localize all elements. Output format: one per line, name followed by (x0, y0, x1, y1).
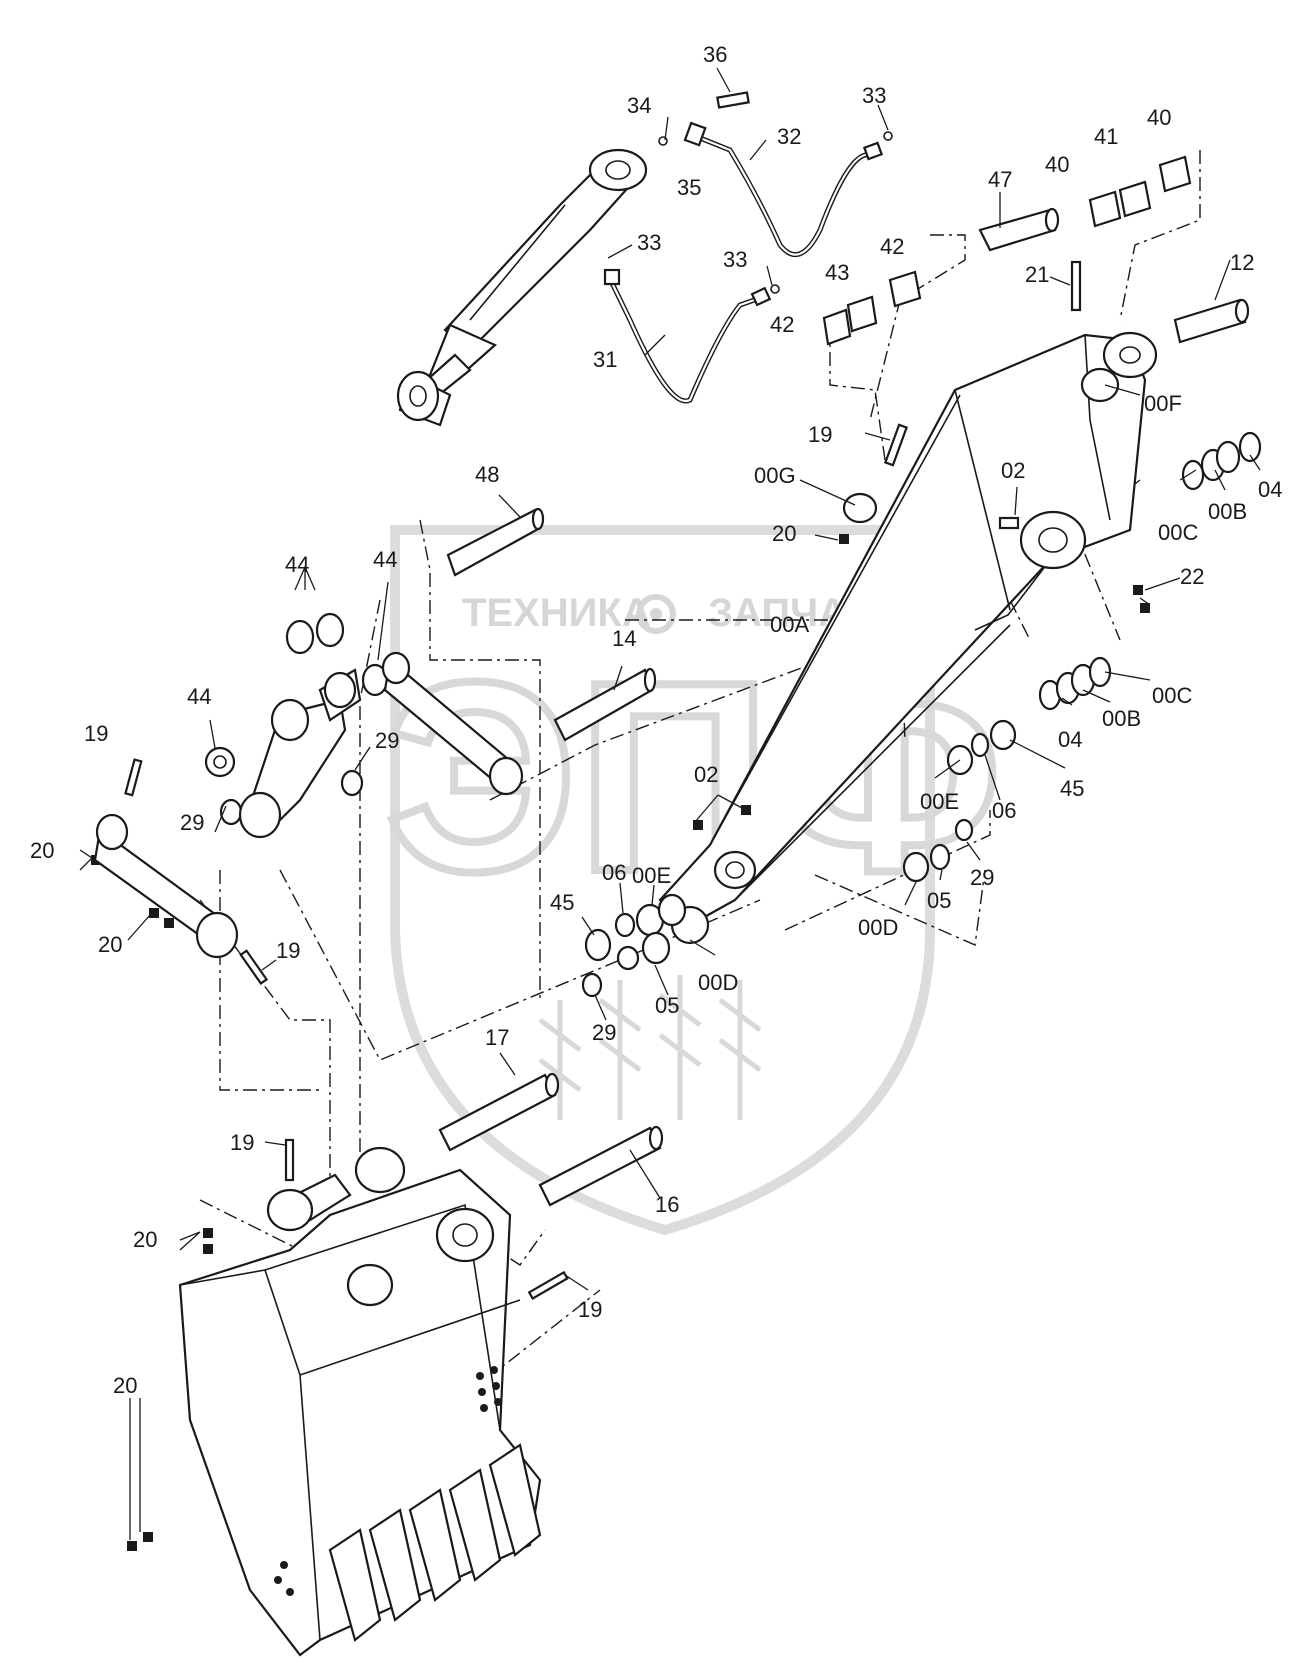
callout-05: 05 (655, 993, 679, 1018)
callout-19: 19 (276, 938, 300, 963)
callout-19: 19 (578, 1297, 602, 1322)
arm-frame (658, 260, 1158, 945)
callout-35: 35 (677, 175, 701, 200)
callout-29: 29 (592, 1020, 616, 1045)
callout-05: 05 (927, 888, 951, 913)
callout-45: 45 (550, 890, 574, 915)
watermark-shield-outline (390, 525, 935, 1236)
callout-00C: 00C (1158, 520, 1198, 545)
callout-02: 02 (694, 762, 718, 787)
callout-00B: 00B (1208, 499, 1247, 524)
bolts-and-nuts (91, 534, 1150, 1551)
link-assemblies (93, 651, 524, 959)
watermark-wheat-emblem (538, 975, 762, 1120)
callout-40: 40 (1045, 152, 1069, 177)
callout-14: 14 (612, 626, 636, 651)
bucket (178, 1146, 542, 1657)
callout-21: 21 (1025, 262, 1049, 287)
hoses (603, 91, 893, 404)
watermark-left-text: ТЕХНИКА (462, 591, 651, 635)
callout-41: 41 (1094, 124, 1118, 149)
callout-48: 48 (475, 462, 499, 487)
callout-06: 06 (992, 798, 1016, 823)
callout-02: 02 (1001, 458, 1025, 483)
callout-42: 42 (770, 312, 794, 337)
gear-icon (636, 594, 676, 634)
callout-47: 47 (988, 167, 1012, 192)
callout-00G: 00G (754, 463, 796, 488)
pins (438, 207, 1250, 1207)
callout-00E: 00E (632, 863, 671, 888)
callout-42: 42 (880, 234, 904, 259)
callout-04: 04 (1258, 477, 1282, 502)
leader-lines (79, 67, 1261, 1540)
callout-04: 04 (1058, 727, 1082, 752)
callout-00E: 00E (920, 789, 959, 814)
callout-00B: 00B (1102, 706, 1141, 731)
callout-20: 20 (133, 1227, 157, 1252)
callout-29: 29 (375, 728, 399, 753)
callout-00D: 00D (698, 970, 738, 995)
callout-00A: 00A (770, 612, 809, 637)
callout-19: 19 (230, 1130, 254, 1155)
callout-16: 16 (655, 1192, 679, 1217)
callout-45: 45 (1060, 776, 1084, 801)
callout-43: 43 (825, 260, 849, 285)
callout-40: 40 (1147, 105, 1171, 130)
callout-32: 32 (777, 124, 801, 149)
callout-20: 20 (113, 1373, 137, 1398)
callout-19: 19 (808, 422, 832, 447)
callout-labels: 36 34 35 33 32 31 33 33 47 40 41 40 42 4… (30, 42, 1282, 1398)
callout-33: 33 (723, 247, 747, 272)
callout-22: 22 (1180, 564, 1204, 589)
callout-36: 36 (703, 42, 727, 67)
bucket-cylinder (396, 148, 648, 427)
callout-20: 20 (30, 838, 54, 863)
callout-12: 12 (1230, 250, 1254, 275)
callout-20: 20 (98, 932, 122, 957)
callout-34: 34 (627, 93, 651, 118)
callout-00D: 00D (858, 915, 898, 940)
callout-33: 33 (862, 83, 886, 108)
rings-and-washers (204, 155, 1262, 998)
callout-20: 20 (772, 521, 796, 546)
callout-19: 19 (84, 721, 108, 746)
callout-06: 06 (602, 860, 626, 885)
callout-29: 29 (180, 810, 204, 835)
callout-29: 29 (970, 865, 994, 890)
callout-00C: 00C (1152, 683, 1192, 708)
callout-00F: 00F (1144, 391, 1182, 416)
callout-44: 44 (373, 547, 397, 572)
callout-31: 31 (593, 347, 617, 372)
callout-17: 17 (485, 1025, 509, 1050)
callout-44: 44 (285, 552, 309, 577)
callout-44: 44 (187, 684, 211, 709)
callout-33: 33 (637, 230, 661, 255)
